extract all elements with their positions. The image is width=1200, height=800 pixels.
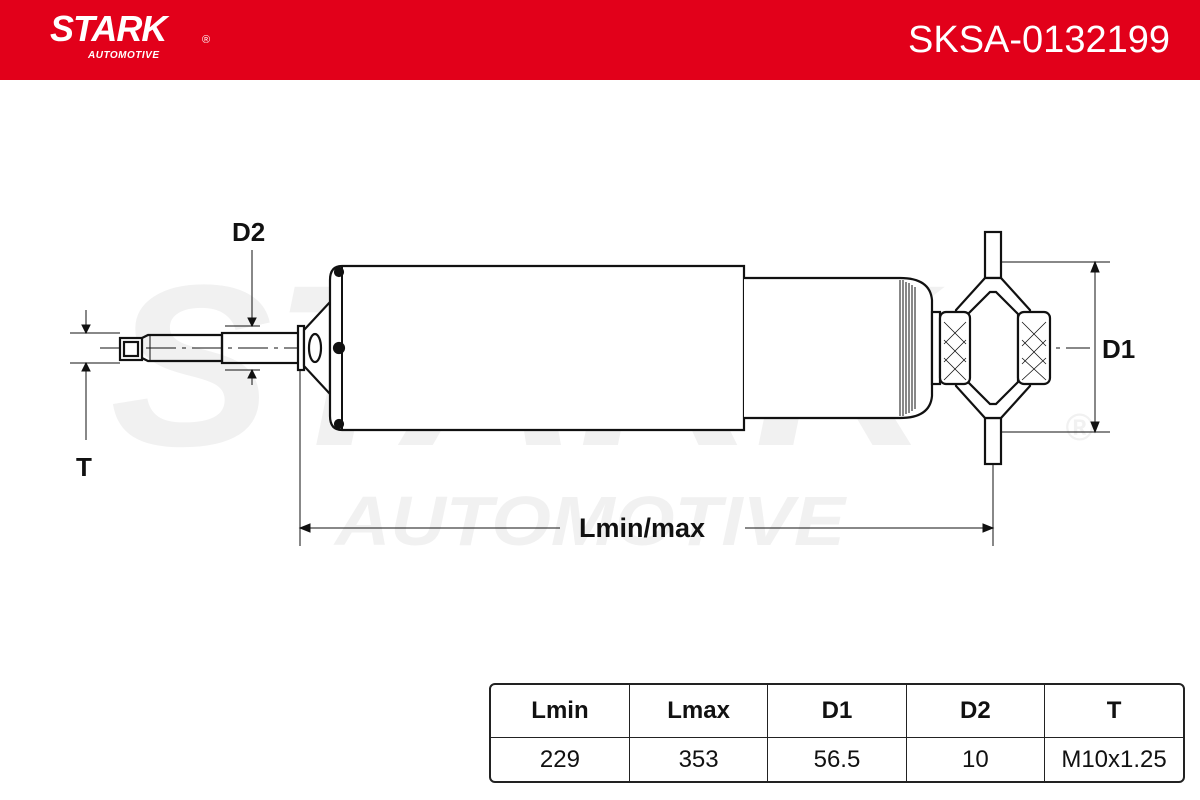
- spec-header-t: T: [1044, 685, 1183, 738]
- stark-logo: STARK ® AUTOMOTIVE: [50, 8, 210, 62]
- logo-brand-text: STARK: [50, 8, 167, 49]
- spec-value-lmin: 229: [491, 737, 630, 781]
- watermark-registered-mark: ®: [1065, 407, 1093, 449]
- spec-header-d2: D2: [905, 685, 1046, 738]
- spec-header-d1: D1: [767, 685, 907, 738]
- watermark-subtitle: AUTOMOTIVE: [333, 482, 848, 560]
- body-weld-dot: [333, 418, 345, 430]
- shock-absorber-drawing: STARK AUTOMOTIVE ®: [70, 217, 1135, 560]
- label-d1: D1: [1102, 334, 1135, 364]
- header-bar: STARK ® AUTOMOTIVE SKSA-0132199: [0, 0, 1200, 80]
- part-number: SKSA-0132199: [908, 19, 1170, 61]
- spec-header-lmax: Lmax: [628, 685, 769, 738]
- spec-table: Lmin Lmax D1 D2 T 229 353 56.5 10 M10x1.…: [489, 683, 1185, 783]
- logo-subtitle: AUTOMOTIVE: [88, 50, 160, 61]
- dimension-t: [70, 310, 120, 440]
- body-weld-dot: [333, 266, 345, 278]
- dimension-d1: [1000, 260, 1110, 434]
- bottom-mount: [938, 230, 1052, 466]
- body-cylinder: [328, 264, 746, 432]
- rod-seal-ring: [307, 332, 323, 364]
- spec-header-lmin: Lmin: [491, 685, 630, 738]
- dimension-d2: [225, 250, 260, 385]
- body-weld-dot: [332, 341, 346, 355]
- spec-header-row: Lmin Lmax D1 D2 T: [491, 685, 1183, 738]
- outer-tube: [744, 276, 934, 420]
- thread-end: [118, 333, 224, 363]
- spec-value-lmax: 353: [628, 737, 769, 781]
- spec-value-d1: 56.5: [767, 737, 907, 781]
- spec-value-t: M10x1.25: [1044, 737, 1183, 781]
- tube-knurling: [899, 280, 916, 416]
- spec-value-row: 229 353 56.5 10 M10x1.25: [491, 737, 1183, 781]
- label-d2: D2: [232, 217, 265, 247]
- logo-registered-mark: ®: [202, 34, 211, 46]
- dimension-length: [298, 370, 995, 546]
- spec-value-d2: 10: [905, 737, 1046, 781]
- label-length: Lmin/max: [579, 513, 705, 543]
- mount-stub: [930, 310, 942, 386]
- label-t: T: [76, 452, 92, 482]
